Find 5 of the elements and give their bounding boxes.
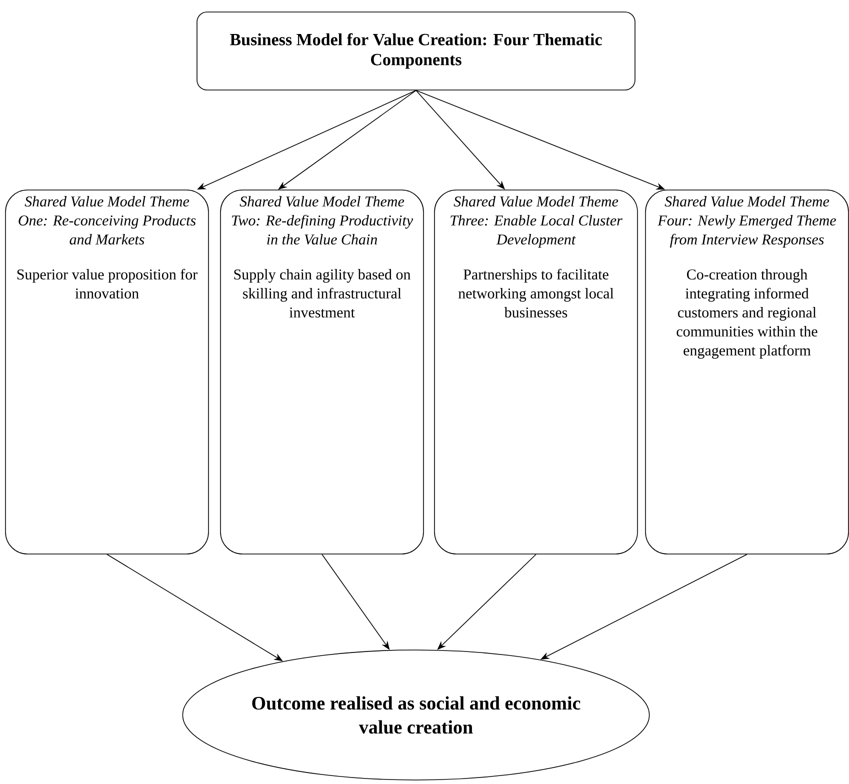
theme-box: Shared Value Model Theme Two: Re-defining Productivity in the Value Chain Supply chain agility based on skilling and infrastructural investment bbox=[220, 190, 424, 554]
theme-box: Shared Value Model Theme Three: Enable Local Cluster Development Partnerships to facilitate networking amongst local businesses bbox=[434, 190, 638, 554]
theme-box: Shared Value Model Theme Four: Newly Emerged Theme from Interview Responses Co-creation through integrating informed customers and regional communities within the engagement platform bbox=[645, 190, 849, 554]
theme-box: Shared Value Model Theme One: Re-conceiving Products and Markets Superior value proposition for innovation bbox=[5, 190, 209, 554]
title-box: Business Model for Value Creation: Four Thematic Components bbox=[196, 12, 636, 90]
